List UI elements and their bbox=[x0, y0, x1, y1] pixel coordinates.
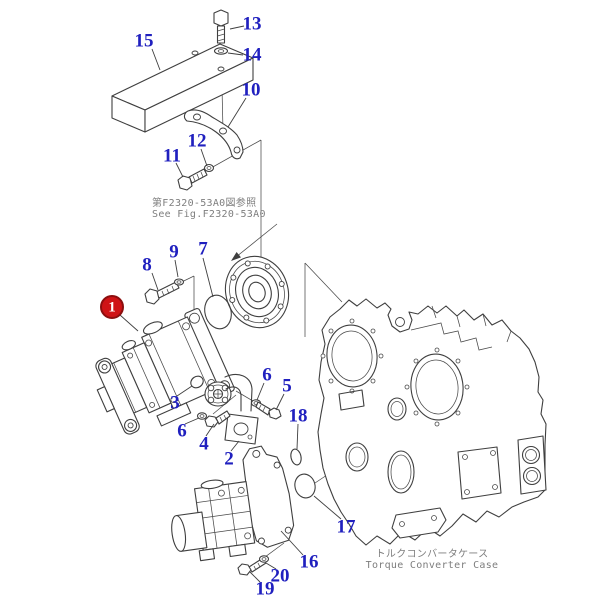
reference-note: 第F2320-53A0図参照 See Fig.F2320-53A0 bbox=[152, 196, 266, 220]
leader-line-14 bbox=[227, 52, 244, 56]
elbow-tube-2 bbox=[224, 373, 259, 445]
part-badge-number: 1 bbox=[108, 300, 116, 316]
leader-line-15 bbox=[151, 48, 161, 71]
part-label-6[interactable]: 6 bbox=[177, 421, 187, 442]
part-label-14[interactable]: 14 bbox=[243, 45, 263, 66]
part-label-2[interactable]: 2 bbox=[224, 449, 234, 470]
cover-plate-15 bbox=[111, 43, 254, 133]
bolt-11 bbox=[177, 168, 208, 191]
torque-converter-case bbox=[317, 298, 547, 546]
part-label-18[interactable]: 18 bbox=[289, 406, 308, 427]
mounting-flange-cover bbox=[224, 255, 290, 329]
part-label-4[interactable]: 4 bbox=[199, 434, 209, 455]
leader-line-3 bbox=[176, 385, 193, 397]
bracket-10 bbox=[183, 109, 244, 160]
leader-line-9 bbox=[174, 259, 179, 278]
bolt-5 bbox=[255, 401, 282, 420]
washer-20 bbox=[258, 555, 270, 563]
leader-line-badge-1 bbox=[119, 314, 139, 332]
leader-line-16 bbox=[280, 530, 304, 556]
leader-line-8 bbox=[151, 272, 159, 291]
leader-line-7 bbox=[202, 257, 214, 298]
o-ring-18 bbox=[290, 448, 302, 466]
caption-jp: トルクコンバータケース bbox=[376, 548, 489, 560]
leader-line-11 bbox=[175, 162, 184, 178]
leader-line-17 bbox=[313, 495, 342, 520]
gear-pump-16 bbox=[171, 445, 295, 562]
part-label-9[interactable]: 9 bbox=[169, 242, 179, 263]
bolt-8 bbox=[144, 281, 180, 305]
washer-14 bbox=[213, 47, 229, 55]
part-label-3[interactable]: 3 bbox=[170, 393, 180, 414]
coupling-disc bbox=[204, 381, 232, 407]
part-label-16[interactable]: 16 bbox=[300, 552, 319, 573]
leader-line-6 bbox=[256, 382, 265, 401]
leader-line-4 bbox=[205, 423, 215, 437]
part-label-19[interactable]: 19 bbox=[256, 579, 275, 600]
leader-line-6 bbox=[184, 417, 200, 425]
caption-en: Torque Converter Case bbox=[366, 560, 499, 571]
part-label-7[interactable]: 7 bbox=[198, 239, 208, 260]
part-label-12[interactable]: 12 bbox=[188, 131, 207, 152]
part-label-6[interactable]: 6 bbox=[262, 365, 272, 386]
bolt-4 bbox=[204, 410, 231, 428]
leader-line-2 bbox=[230, 440, 240, 452]
part-label-13[interactable]: 13 bbox=[243, 14, 262, 35]
leader-line-10 bbox=[227, 97, 247, 128]
leader-line-18 bbox=[296, 423, 299, 450]
leader-line-20 bbox=[265, 562, 277, 570]
part-label-8[interactable]: 8 bbox=[142, 255, 152, 276]
part-label-10[interactable]: 10 bbox=[242, 80, 261, 101]
leader-line-12 bbox=[200, 148, 208, 167]
o-ring-7 bbox=[204, 294, 232, 330]
leader-line-13 bbox=[229, 25, 245, 30]
part-label-11[interactable]: 11 bbox=[163, 146, 181, 167]
reference-note-jp: 第F2320-53A0図参照 bbox=[152, 196, 256, 209]
part-label-20[interactable]: 20 bbox=[271, 566, 290, 587]
washer-9 bbox=[173, 278, 185, 286]
see-fig-leader-arrow bbox=[231, 223, 278, 261]
leader-line-5 bbox=[275, 393, 285, 411]
o-ring-17 bbox=[294, 473, 316, 499]
leader-line-19 bbox=[249, 571, 261, 583]
part-label-5[interactable]: 5 bbox=[282, 376, 292, 397]
caption: トルクコンバータケース Torque Converter Case bbox=[366, 548, 499, 571]
washer-12 bbox=[203, 163, 215, 173]
part-badge-1[interactable] bbox=[100, 295, 124, 319]
bolt-13 bbox=[213, 9, 229, 44]
reference-note-en: See Fig.F2320-53A0 bbox=[152, 209, 266, 220]
washer-6-left bbox=[196, 412, 208, 420]
part-label-17[interactable]: 17 bbox=[337, 517, 357, 538]
part-label-15[interactable]: 15 bbox=[135, 31, 154, 52]
